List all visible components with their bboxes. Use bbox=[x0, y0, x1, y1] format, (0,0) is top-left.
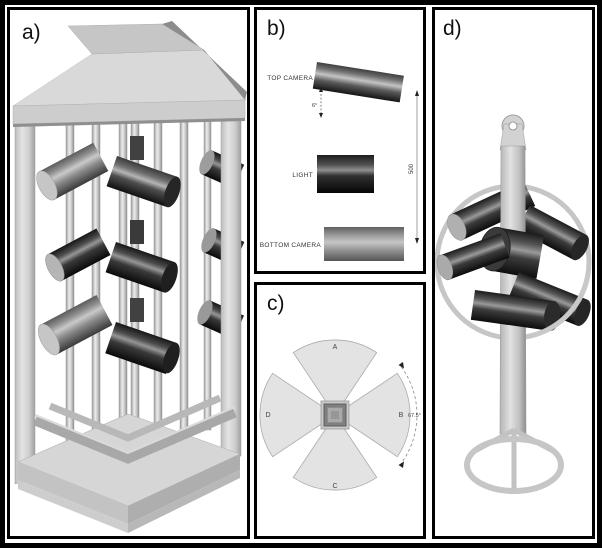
top-camera-label: TOP CAMERA bbox=[267, 75, 313, 82]
arrow-down-icon bbox=[319, 113, 323, 118]
camera-cylinder bbox=[106, 156, 181, 208]
sector-d-label: D bbox=[265, 412, 270, 419]
bottom-camera-label: BOTTOM CAMERA bbox=[260, 242, 322, 249]
camera-cylinder bbox=[516, 205, 589, 261]
camera-cylinder bbox=[37, 294, 113, 356]
center-square bbox=[320, 400, 350, 430]
corner-post-left bbox=[14, 119, 36, 485]
camera-end-cap bbox=[162, 342, 180, 374]
base-ring bbox=[464, 436, 564, 494]
height-dimension-line: 500 bbox=[409, 90, 419, 244]
panel-a-label: a) bbox=[22, 21, 41, 44]
panel-d-label: d) bbox=[443, 17, 462, 40]
tilt-angle-value: 6° bbox=[312, 103, 317, 109]
mounting-connector bbox=[130, 298, 144, 322]
camera-end-cap bbox=[45, 253, 65, 282]
base-frame bbox=[48, 394, 222, 442]
arrow-down-icon bbox=[415, 238, 419, 244]
camera-cylinder bbox=[436, 233, 510, 281]
camera-end-cap bbox=[160, 262, 178, 293]
camera-end-cap bbox=[436, 254, 454, 281]
tilt-angle-annotation: 6° bbox=[312, 87, 323, 118]
base-platform bbox=[17, 394, 241, 533]
panel-a: a) bbox=[7, 7, 250, 539]
pole-rig-render bbox=[435, 114, 592, 494]
camera-column-diagram: TOP CAMERA 6° LIGHT BOTTOM CAMERA 500 bbox=[260, 62, 419, 261]
camera-end-cap bbox=[570, 234, 589, 261]
mounting-connector bbox=[130, 136, 144, 160]
tower-render bbox=[12, 21, 247, 533]
sector-a bbox=[292, 339, 378, 416]
eyelet-hole bbox=[508, 121, 518, 131]
camera-cylinder bbox=[105, 242, 178, 293]
camera-end-cap bbox=[201, 228, 217, 253]
angle-value: 67.5° bbox=[408, 413, 421, 419]
camera-end-cap bbox=[36, 170, 58, 201]
panel-c: c) A B C D 67.5° bbox=[254, 282, 426, 539]
fov-sectors bbox=[259, 339, 411, 491]
arrow-icon bbox=[398, 461, 404, 468]
panel-c-label: c) bbox=[267, 292, 285, 315]
tower-roof bbox=[12, 21, 247, 127]
camera-end-cap bbox=[447, 213, 467, 241]
camera-end-cap bbox=[199, 150, 215, 175]
sector-b-label: B bbox=[399, 412, 404, 419]
eave-shadow bbox=[13, 118, 245, 127]
sector-c bbox=[292, 414, 378, 491]
camera-end-cap bbox=[197, 300, 213, 325]
roof-right-face bbox=[162, 21, 247, 100]
light-cylinder bbox=[317, 155, 374, 193]
camera-end-cap bbox=[37, 323, 60, 356]
height-dimension-value: 500 bbox=[409, 163, 415, 174]
hanging-eyelet bbox=[499, 114, 527, 151]
sector-c-label: C bbox=[332, 483, 337, 490]
sector-b bbox=[334, 372, 411, 458]
camera-end-cap bbox=[163, 176, 181, 208]
mounting-ring-front bbox=[532, 274, 591, 338]
light-label: LIGHT bbox=[292, 172, 313, 179]
roof-top-face bbox=[67, 23, 205, 55]
bottom-camera-cylinder bbox=[324, 227, 404, 261]
sector-a-label: A bbox=[333, 344, 338, 351]
fov-sector-diagram: A B C D 67.5° bbox=[259, 339, 421, 491]
panel-b: b) TOP CAMERA bbox=[254, 7, 426, 274]
base-stand bbox=[464, 427, 564, 494]
panel-b-label: b) bbox=[267, 17, 286, 40]
camera-end-cap bbox=[574, 299, 591, 326]
panel-d: d) bbox=[432, 7, 595, 539]
top-camera-cylinder bbox=[312, 62, 404, 103]
arrow-up-icon bbox=[415, 90, 419, 96]
angle-arc: 67.5° bbox=[398, 362, 421, 468]
arrow-up-icon bbox=[319, 87, 323, 92]
camera-cylinder bbox=[36, 142, 109, 201]
mounting-connector bbox=[130, 220, 144, 244]
arrow-icon bbox=[398, 362, 404, 369]
sector-d bbox=[259, 372, 336, 458]
camera-cylinder bbox=[45, 228, 111, 282]
camera-cylinder bbox=[105, 322, 180, 375]
